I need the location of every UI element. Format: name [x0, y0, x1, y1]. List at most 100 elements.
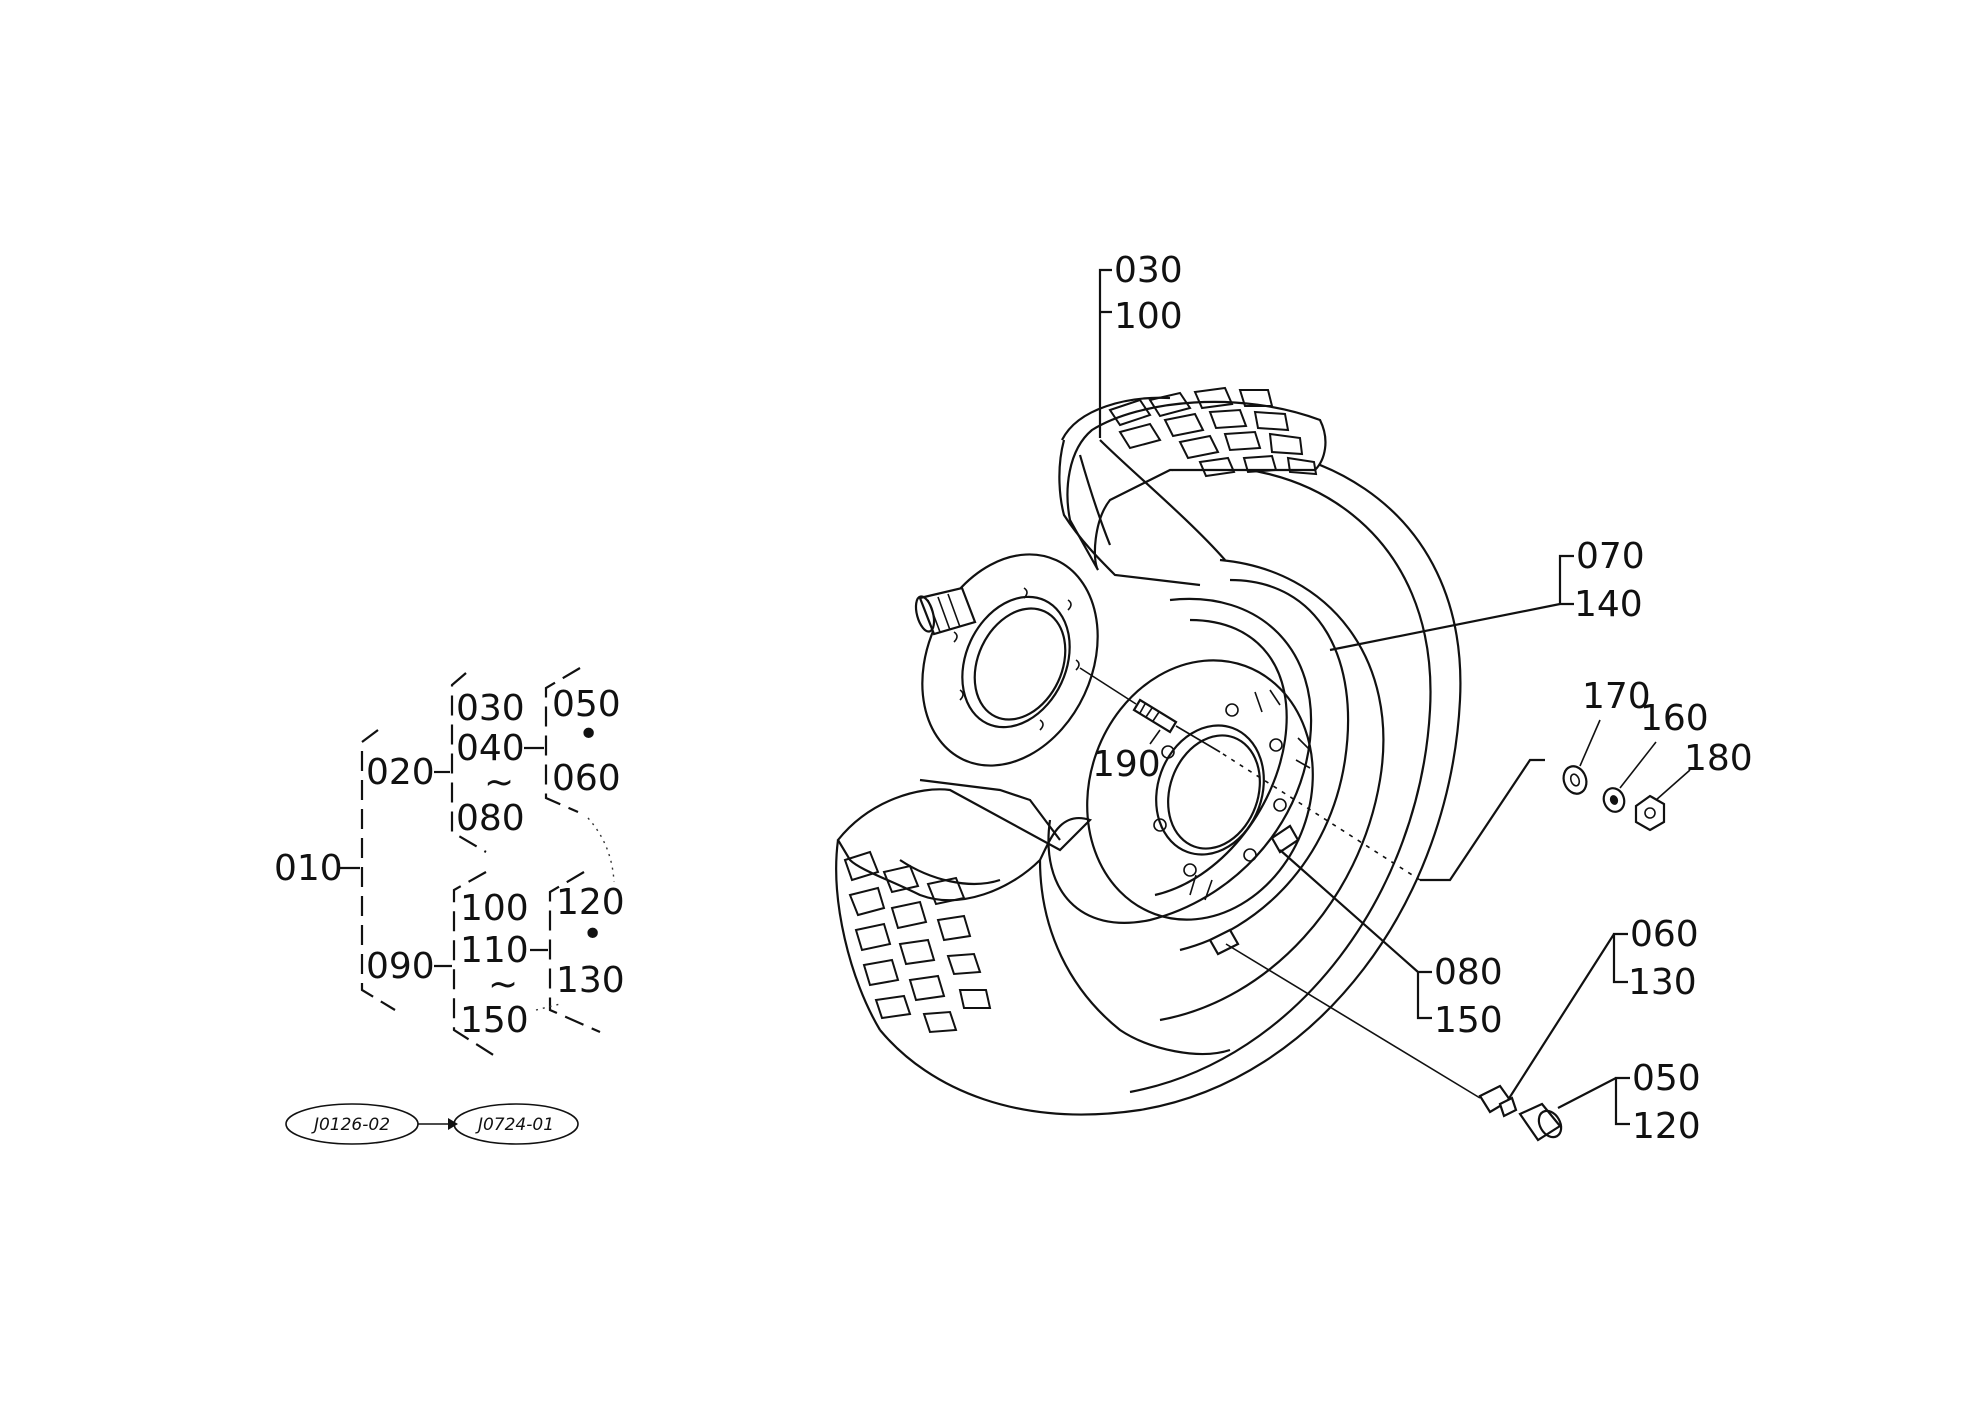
valve-insert-installed — [1270, 824, 1300, 854]
reference-arrow-head — [448, 1118, 458, 1130]
rim-slot-3 — [1189, 874, 1213, 901]
tire-upper-inner-curve — [1078, 454, 1112, 546]
reference-to-label: J0724-01 — [475, 1115, 554, 1135]
callout-valve-cap-1: 050 — [1632, 1058, 1701, 1099]
tire-upper-sidewall-line — [1099, 439, 1226, 561]
callout-valve-insert-1: 080 — [1434, 952, 1503, 993]
tire-bead-outer — [1159, 558, 1385, 1022]
tree-root-bracket — [360, 729, 396, 1011]
hub-plate-center-inner — [973, 607, 1067, 721]
tree-dotted-link-lower — [535, 1003, 561, 1011]
callout-washer-leader — [1579, 719, 1601, 767]
nut-hole — [1644, 807, 1656, 819]
lock-washer-hole — [1609, 795, 1619, 805]
rim-inner-flange — [1154, 618, 1288, 897]
rim-outer-flange — [1047, 597, 1313, 924]
rim-outer-lip — [1179, 578, 1350, 952]
tree-lower-sub-2: 130 — [556, 960, 625, 1001]
stud-body — [1132, 698, 1178, 734]
callout-rim-leader — [1329, 554, 1574, 652]
valve-cap-end — [1537, 1109, 1563, 1139]
callout-nut: 180 — [1684, 738, 1753, 779]
rim-slot-1 — [1254, 689, 1281, 713]
stud — [1079, 667, 1221, 753]
rim-center-hole — [1155, 724, 1265, 856]
callout-stud: 190 — [1092, 744, 1161, 785]
callout-lock-washer-leader — [1619, 741, 1657, 789]
tree-lower-sub-1: 120 — [556, 882, 625, 923]
stud-axis-line-2 — [1175, 725, 1221, 753]
tire-upper-inner-wall — [1058, 439, 1201, 587]
rim-bolt-holes — [1153, 703, 1287, 877]
callout-nut-leader — [1655, 769, 1691, 801]
part-tree: 010 020 030 040 ~ 080 050 • 060 090 100 … — [274, 667, 625, 1059]
tree-lower-item-2: 110 — [460, 930, 529, 971]
rim — [1047, 578, 1350, 952]
callout-valve-stem-2: 130 — [1628, 962, 1697, 1003]
callout-hardware-leader — [1420, 758, 1545, 882]
rim-disc — [1086, 659, 1314, 921]
tree-lower-sub-bracket — [548, 871, 601, 1034]
callout-tire-top-leader — [1098, 268, 1112, 438]
hub-shaft-end — [914, 595, 936, 633]
hub-plate-center — [961, 595, 1071, 729]
tree-upper-sub-2: 060 — [552, 758, 621, 799]
tire-sidewall-inner — [1129, 465, 1432, 1094]
tree-upper-sub-mark: • — [578, 714, 599, 755]
callout-valve-cap-leader — [1557, 1076, 1630, 1126]
tire-lower-rim-edge — [919, 778, 1061, 841]
tire-lower-outer — [835, 839, 881, 1031]
reference-to-bubble — [453, 1103, 579, 1145]
tree-lower-sub-mark: • — [582, 914, 603, 955]
reference-chain: J0126-02 J0724-01 — [285, 1103, 579, 1145]
tree-branch-lower-label: 090 — [366, 946, 435, 987]
callout-valve-insert-2: 150 — [1434, 1000, 1503, 1041]
hub-plate-bolt-holes — [953, 587, 1080, 731]
tree-upper-item-3: 080 — [456, 798, 525, 839]
washer-part — [1562, 765, 1588, 795]
callout-valve-stem-1: 060 — [1630, 914, 1699, 955]
reference-from-label: J0126-02 — [311, 1115, 390, 1135]
tire-outer-edge — [879, 444, 1462, 1116]
callout-valve-cap-2: 120 — [1632, 1106, 1701, 1147]
tread-top — [1108, 386, 1318, 478]
tree-upper-sub-bracket — [544, 667, 581, 814]
tree-upper-sub-1: 050 — [552, 684, 621, 725]
valve-stem-installed — [1208, 928, 1240, 956]
tree-branch-upper-label: 020 — [366, 752, 435, 793]
exploded-hardware — [1478, 765, 1666, 1142]
tree-lower-item-3: 150 — [460, 1000, 529, 1041]
tire-lower-sidewall — [1038, 859, 1231, 1056]
tire — [835, 386, 1462, 1116]
nut-part — [1634, 794, 1666, 832]
wheel-assembly — [835, 386, 1462, 1116]
callout-rim-1: 070 — [1576, 536, 1645, 577]
tree-upper-range-mark: ~ — [484, 762, 514, 803]
tree-root-label: 010 — [274, 848, 343, 889]
callout-valve-axis — [1225, 943, 1481, 1099]
tree-lower-item-1: 100 — [460, 888, 529, 929]
stud-axis-line — [1079, 667, 1137, 705]
rim-center-hole-inner — [1167, 734, 1261, 850]
callout-washer: 170 — [1582, 676, 1651, 717]
tire-upper-cut-section — [1066, 400, 1327, 571]
tree-upper-item-2: 040 — [456, 728, 525, 769]
callout-stud-leader — [1149, 729, 1161, 745]
callout-rim-2: 140 — [1574, 584, 1643, 625]
callout-tire-top-2: 100 — [1114, 296, 1183, 337]
stud-thread — [1139, 703, 1160, 722]
washer-hole — [1569, 773, 1581, 787]
tree-lower-bracket — [452, 871, 499, 1059]
tree-upper-item-1: 030 — [456, 688, 525, 729]
tire-lower-cut-section — [836, 788, 1093, 902]
tread-bottom — [843, 850, 992, 1034]
callout-valve-stem-leader — [1507, 932, 1628, 1101]
lock-washer-part — [1602, 787, 1626, 813]
tree-dotted-link — [587, 817, 615, 883]
callout-lock-washer: 160 — [1640, 698, 1709, 739]
rim-slot-2 — [1295, 737, 1311, 769]
tree-lower-range-mark: ~ — [488, 964, 518, 1005]
callouts: 030 100 070 140 170 160 180 190 080 150 … — [1092, 250, 1753, 1147]
